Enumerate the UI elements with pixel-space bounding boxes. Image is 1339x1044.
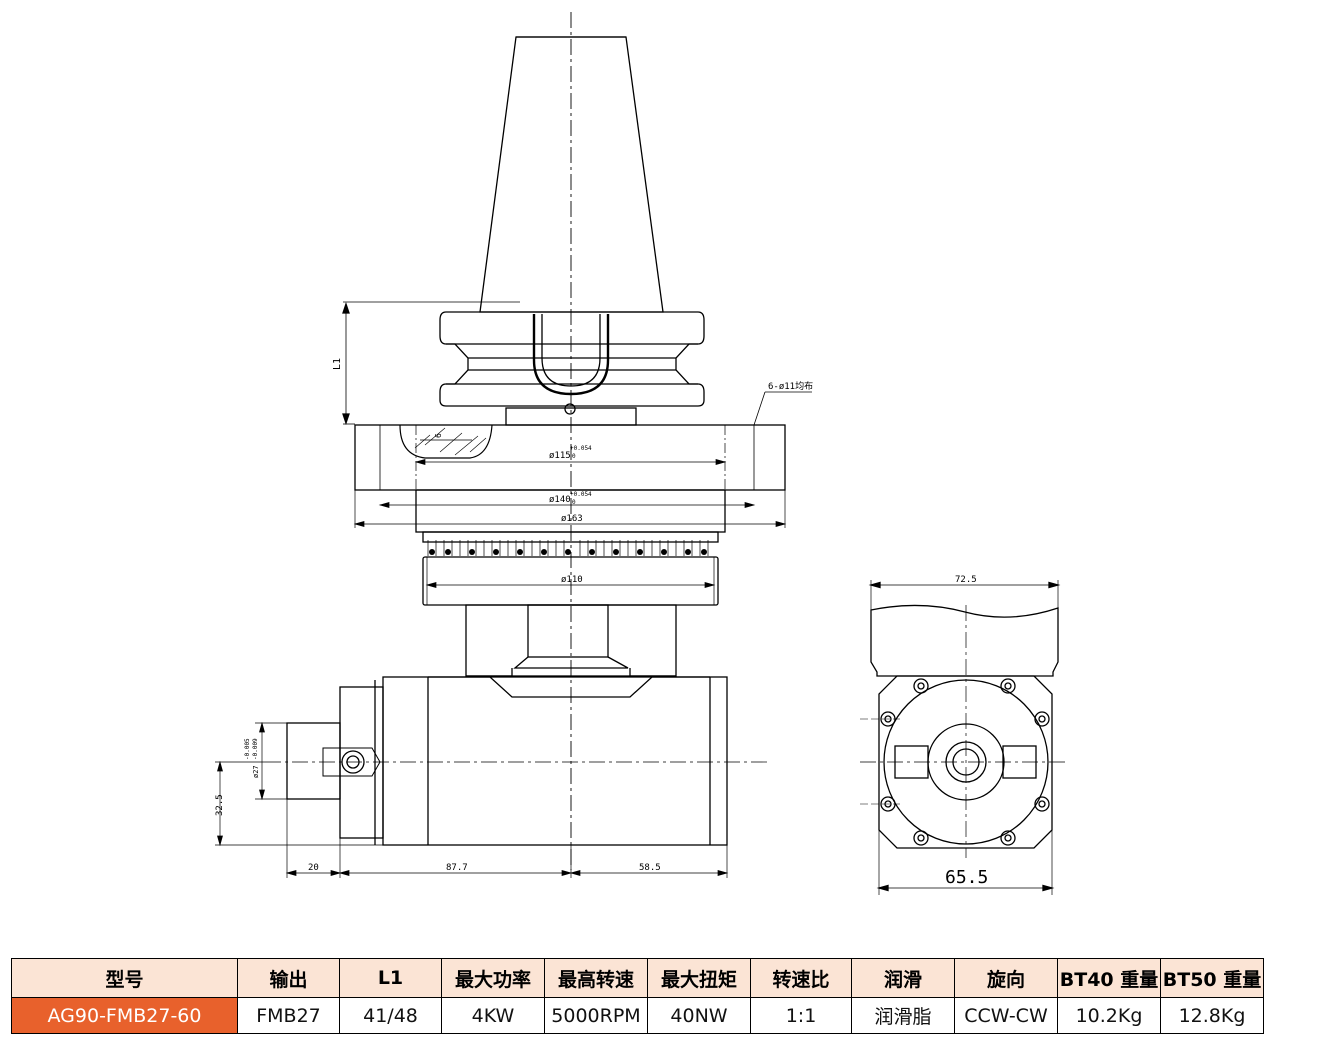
label-58-5: 58.5 bbox=[639, 863, 661, 873]
label-d115: ø115 bbox=[549, 451, 571, 461]
header-bt40-weight: BT40 重量 bbox=[1057, 958, 1161, 998]
label-d140: ø140 bbox=[549, 495, 571, 505]
header-max-speed: 最高转速 bbox=[544, 958, 648, 998]
header-max-torque: 最大扭矩 bbox=[647, 958, 751, 998]
header-max-power: 最大功率 bbox=[441, 958, 545, 998]
label-dim-6: 6 bbox=[434, 433, 443, 438]
header-model: 型号 bbox=[11, 958, 238, 998]
label-d140-tol-bot: 0 bbox=[572, 499, 576, 506]
label-d163: ø163 bbox=[561, 514, 583, 524]
header-output: 输出 bbox=[237, 958, 340, 998]
cell-lubrication: 润滑脂 bbox=[851, 997, 955, 1034]
cell-bt40-weight: 10.2Kg bbox=[1057, 997, 1161, 1034]
cell-model: AG90-FMB27-60 bbox=[11, 997, 238, 1034]
label-32-5: 32.5 bbox=[215, 794, 225, 816]
holes-leader bbox=[753, 391, 812, 426]
label-d110: ø110 bbox=[561, 575, 583, 585]
scale-dots bbox=[429, 549, 707, 555]
gearbox-neck bbox=[465, 604, 677, 677]
bt-flange-collar bbox=[439, 311, 705, 407]
gearbox-body bbox=[265, 676, 770, 846]
l1-dimension bbox=[342, 301, 520, 426]
label-holes: 6-ø11均布 bbox=[768, 380, 813, 392]
label-d115-tol-bot: 0 bbox=[572, 453, 576, 460]
diameter-dimensions bbox=[353, 459, 787, 588]
cell-max-power: 4KW bbox=[441, 997, 545, 1034]
label-d27-tol-bot: -0.009 bbox=[252, 738, 259, 760]
side-view bbox=[860, 580, 1068, 895]
cell-l1: 41/48 bbox=[339, 997, 442, 1034]
side-dimensions bbox=[215, 721, 729, 878]
label-72-5: 72.5 bbox=[955, 575, 977, 585]
cell-ratio: 1:1 bbox=[750, 997, 852, 1034]
bt-taper-shank bbox=[479, 36, 664, 313]
label-d27: ø27 bbox=[252, 765, 260, 778]
spec-table: 型号 输出 L1 最大功率 最高转速 最大扭矩 转速比 润滑 旋向 BT40 重… bbox=[11, 958, 1264, 1034]
locating-pin bbox=[564, 403, 576, 415]
cell-max-speed: 5000RPM bbox=[544, 997, 648, 1034]
cell-rotation: CCW-CW bbox=[954, 997, 1058, 1034]
scale-ticks bbox=[427, 540, 709, 556]
technical-drawing: L1 6-ø11均布 6 ø115 +0.054 0 ø140 +0.054 0… bbox=[215, 12, 1068, 895]
label-20: 20 bbox=[308, 863, 319, 873]
header-lubrication: 润滑 bbox=[851, 958, 955, 998]
cell-max-torque: 40NW bbox=[647, 997, 751, 1034]
cell-output: FMB27 bbox=[237, 997, 340, 1034]
table-row: AG90-FMB27-60 FMB27 41/48 4KW 5000RPM 40… bbox=[11, 997, 1264, 1034]
label-65-5: 65.5 bbox=[945, 867, 988, 888]
bolt-holes bbox=[880, 678, 1050, 846]
housing-ring bbox=[415, 489, 726, 606]
label-l1: L1 bbox=[332, 358, 343, 370]
label-d140-tol-top: +0.054 bbox=[570, 491, 592, 498]
label-d27-tol-top: -0.005 bbox=[244, 738, 251, 760]
header-ratio: 转速比 bbox=[750, 958, 852, 998]
cell-bt50-weight: 12.8Kg bbox=[1160, 997, 1264, 1034]
label-d115-tol-top: +0.054 bbox=[570, 445, 592, 452]
header-l1: L1 bbox=[339, 958, 442, 998]
header-bt50-weight: BT50 重量 bbox=[1160, 958, 1264, 998]
header-rotation: 旋向 bbox=[954, 958, 1058, 998]
label-87-7: 87.7 bbox=[446, 863, 468, 873]
table-header-row: 型号 输出 L1 最大功率 最高转速 最大扭矩 转速比 润滑 旋向 BT40 重… bbox=[11, 958, 1264, 998]
